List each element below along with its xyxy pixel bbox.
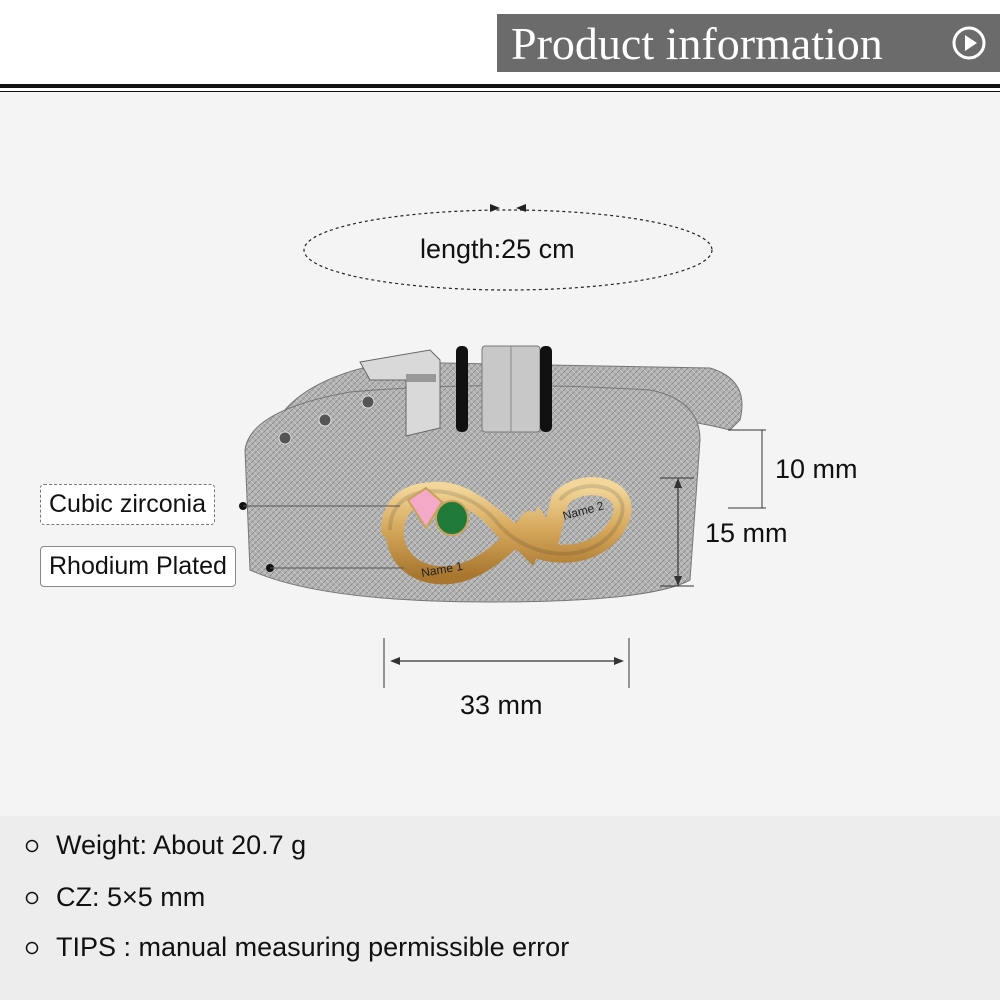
spec-weight-text: Weight: About 20.7 g <box>56 830 307 860</box>
spec-cz-text: CZ: 5×5 mm <box>56 882 206 912</box>
header-rule-thin <box>0 91 1000 92</box>
spec-weight: Weight: About 20.7 g <box>24 830 306 861</box>
spec-tips: TIPS : manual measuring permissible erro… <box>24 932 569 963</box>
play-circle-icon <box>952 26 986 60</box>
hollow-circle-bullet-icon <box>25 941 39 954</box>
spec-tips-text: TIPS : manual measuring permissible erro… <box>56 932 570 962</box>
bracelet-image: Name 1 Name 2 <box>244 345 743 603</box>
height-outer-label: 15 mm <box>705 518 788 548</box>
hollow-circle-bullet-icon <box>25 839 39 852</box>
hollow-circle-bullet-icon <box>25 891 39 904</box>
header-rule-thick <box>0 84 1000 88</box>
rhodium-plated-callout: Rhodium Plated <box>40 546 236 587</box>
height-inner-label: 10 mm <box>775 454 858 484</box>
width-label: 33 mm <box>460 690 543 720</box>
spec-cz: CZ: 5×5 mm <box>24 882 205 913</box>
header-banner: Product information <box>497 14 1000 72</box>
header-title: Product information <box>511 17 883 69</box>
length-label: length:25 cm <box>420 234 575 264</box>
length-ellipse-diagram <box>303 204 713 291</box>
cubic-zirconia-callout: Cubic zirconia <box>40 484 216 525</box>
specs-panel <box>0 816 1000 1000</box>
